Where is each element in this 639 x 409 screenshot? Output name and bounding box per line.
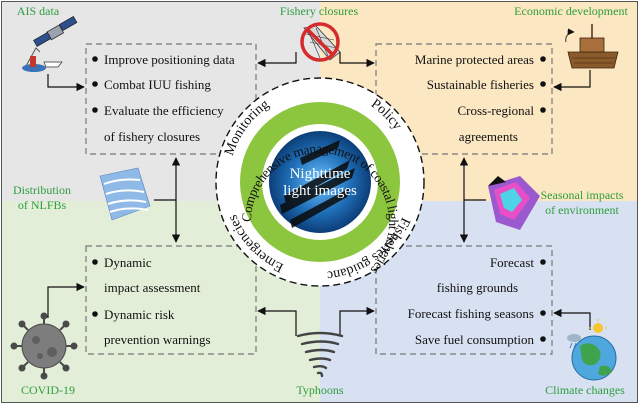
arrow-typhoon-to-guidance bbox=[339, 306, 375, 336]
arrow-climate-to-guidance bbox=[553, 308, 591, 330]
emergencies-item-2: Dynamic risk bbox=[104, 307, 175, 322]
typhoon-icon bbox=[296, 331, 344, 378]
arrow-closures-to-monitoring bbox=[257, 52, 297, 68]
nlfb-map-icon bbox=[99, 167, 151, 221]
emergencies-item-2-cont: prevention warnings bbox=[104, 332, 211, 347]
guidance-box bbox=[375, 245, 553, 355]
guidance-items: Forecast fishing grounds Forecast fishin… bbox=[408, 255, 546, 347]
earth-weather-icon bbox=[567, 319, 617, 381]
guidance-item-3: Save fuel consumption bbox=[415, 332, 535, 347]
arrow-economic-to-policy bbox=[553, 70, 591, 92]
policy-item-3-cont: agreements bbox=[459, 129, 518, 144]
connectors bbox=[47, 52, 591, 336]
emergencies-item-1-cont: impact assessment bbox=[104, 280, 201, 295]
monitoring-item-2: Combat IUU fishing bbox=[104, 77, 211, 92]
wooden-ship-icon bbox=[565, 24, 619, 69]
core-label-line2: light images bbox=[283, 183, 357, 199]
night-light-texture bbox=[280, 140, 355, 228]
label-climate-changes: Climate changes bbox=[545, 383, 625, 397]
label-seasonal-line2: of environment bbox=[545, 203, 619, 217]
monitoring-items: Improve positioning data Combat IUU fish… bbox=[92, 52, 235, 144]
core-label-line1: Nighttime bbox=[290, 166, 351, 182]
monitoring-box bbox=[85, 43, 257, 155]
emergencies-items: Dynamic impact assessment Dynamic risk p… bbox=[92, 255, 211, 347]
policy-item-3: Cross-regional bbox=[457, 103, 534, 118]
policy-box bbox=[375, 43, 553, 155]
label-fishery-closures: Fishery closures bbox=[280, 4, 359, 18]
guidance-item-1: Forecast bbox=[490, 255, 534, 270]
label-ais-data: AIS data bbox=[17, 4, 60, 18]
guidance-item-2: Forecast fishing seasons bbox=[408, 306, 534, 321]
label-economic-development: Economic development bbox=[514, 4, 628, 18]
monitoring-item-1: Improve positioning data bbox=[104, 52, 235, 67]
arrow-ais-to-monitoring bbox=[47, 74, 85, 92]
label-distribution-line2: of NLFBs bbox=[18, 198, 67, 212]
label-seasonal-line1: Seasonal impacts bbox=[541, 188, 624, 202]
arrow-typhoon-to-emergencies bbox=[257, 306, 297, 336]
seasonal-map-icon bbox=[488, 176, 540, 230]
no-fishing-net-icon bbox=[300, 22, 341, 62]
arrow-closures-to-policy bbox=[339, 52, 375, 68]
policy-item-1: Marine protected areas bbox=[415, 52, 534, 67]
label-distribution-line1: Distribution bbox=[13, 183, 71, 197]
emergencies-item-1: Dynamic bbox=[104, 255, 152, 270]
monitoring-item-3-cont: of fishery closures bbox=[104, 129, 200, 144]
monitoring-item-3: Evaluate the efficiency bbox=[104, 103, 224, 118]
outer-frame bbox=[1, 1, 638, 403]
virus-icon bbox=[10, 312, 78, 380]
guidance-item-1-cont: fishing grounds bbox=[437, 280, 518, 295]
policy-items: Marine protected areas Sustainable fishe… bbox=[415, 52, 546, 144]
label-covid: COVID-19 bbox=[21, 383, 75, 397]
label-typhoons: Typhoons bbox=[296, 383, 343, 397]
policy-item-2: Sustainable fisheries bbox=[427, 77, 534, 92]
emergencies-box bbox=[85, 245, 257, 355]
satellite-icon bbox=[22, 15, 78, 72]
arrow-covid-to-emergencies bbox=[47, 282, 85, 318]
